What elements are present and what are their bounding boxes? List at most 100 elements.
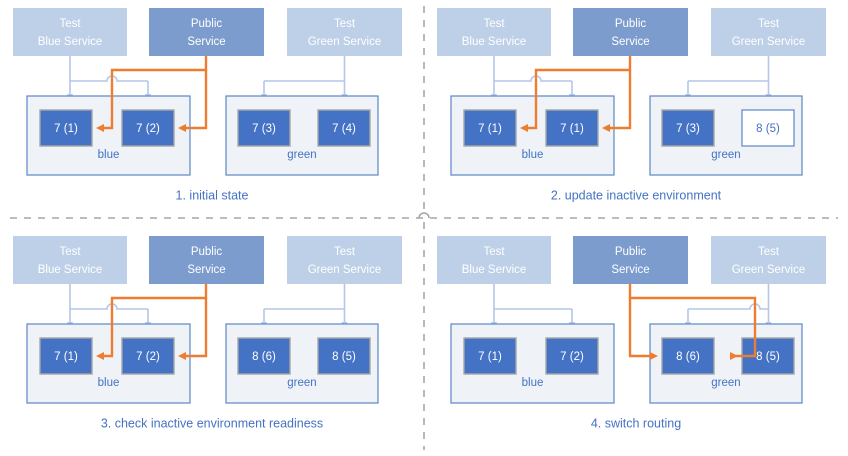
pod-blue-2-label: 7 (2): [560, 351, 584, 363]
pod-green-1[interactable]: 8 (6): [237, 337, 291, 375]
orange-route-to-blue-pod1: [520, 56, 632, 132]
service-public-line2: Service: [187, 264, 225, 276]
service-test-green-box[interactable]: [287, 236, 402, 284]
pod-green-2-label: 7 (4): [332, 123, 356, 135]
service-test-blue-box[interactable]: [437, 236, 551, 284]
service-test-green-line1: Test: [334, 246, 356, 258]
service-test-blue-line2: Blue Service: [462, 36, 527, 48]
orange-route-to-blue-pod2: [178, 298, 208, 360]
pod-blue-2-label: 7 (2): [136, 351, 160, 363]
test-green-service-connectors: [685, 56, 772, 101]
divider-hop: [418, 212, 430, 219]
service-test-green-line2: Green Service: [732, 36, 806, 48]
pod-blue-1[interactable]: 7 (1): [463, 109, 517, 147]
service-test-blue-line1: Test: [483, 18, 505, 30]
service-test-green-box[interactable]: [287, 8, 402, 56]
service-test-green-line1: Test: [334, 18, 356, 30]
test-blue-service-connectors: [491, 284, 575, 329]
environment-blue-label: blue: [522, 149, 544, 161]
pod-green-2[interactable]: 8 (5): [741, 337, 795, 375]
orange-route-to-blue-pod1: [96, 284, 208, 360]
test-blue-service-connectors: [67, 56, 151, 101]
pod-green-2-box[interactable]: [741, 337, 795, 375]
pod-green-1-label: 7 (3): [252, 123, 276, 135]
service-public-box[interactable]: [149, 236, 264, 284]
pod-blue-2-box[interactable]: [121, 337, 175, 375]
service-public-line1: Public: [615, 246, 647, 258]
pod-blue-1[interactable]: 7 (1): [39, 109, 93, 147]
public-service-routing: [96, 284, 208, 360]
pod-green-1[interactable]: 7 (3): [237, 109, 291, 147]
test-green-service-connectors: [261, 56, 348, 101]
service-test-blue-line1: Test: [483, 246, 505, 258]
panel-3-caption: 3. check inactive environment readiness: [101, 416, 323, 430]
connector-test-blue-branch: [70, 75, 148, 82]
service-test-green-line2: Green Service: [308, 36, 382, 48]
pod-blue-2[interactable]: 7 (2): [121, 109, 175, 147]
pod-blue-1-box[interactable]: [463, 337, 517, 375]
connector-test-green-branch: [688, 303, 769, 310]
pod-blue-1-label: 7 (1): [54, 123, 78, 135]
pod-green-1-box[interactable]: [237, 337, 291, 375]
pod-blue-1-box[interactable]: [39, 337, 93, 375]
service-test-blue-box[interactable]: [13, 236, 127, 284]
environment-blue-label: blue: [98, 149, 120, 161]
service-public-line1: Public: [191, 18, 223, 30]
pod-green-2-label: 8 (5): [756, 351, 780, 363]
environment-green-label: green: [711, 377, 740, 389]
service-test-blue-box[interactable]: [13, 8, 127, 56]
pod-blue-1-box[interactable]: [463, 109, 517, 147]
service-public-box[interactable]: [573, 8, 688, 56]
pod-green-2-box[interactable]: [317, 337, 371, 375]
service-test-blue-line1: Test: [59, 18, 81, 30]
pod-green-1-box[interactable]: [661, 109, 715, 147]
pod-green-2-box[interactable]: [317, 109, 371, 147]
pod-green-2-box[interactable]: [741, 109, 795, 147]
connector-test-blue-branch: [494, 75, 572, 82]
public-service-routing: [520, 56, 632, 132]
service-test-green-box[interactable]: [711, 236, 826, 284]
pod-blue-2-box[interactable]: [545, 337, 599, 375]
pod-green-1[interactable]: 7 (3): [661, 109, 715, 147]
pod-green-2[interactable]: 8 (5): [741, 109, 795, 147]
service-test-blue-box[interactable]: [437, 8, 551, 56]
pod-green-2[interactable]: 7 (4): [317, 109, 371, 147]
service-test-blue-line2: Blue Service: [38, 264, 103, 276]
pod-blue-2[interactable]: 7 (2): [545, 337, 599, 375]
pod-blue-2-box[interactable]: [545, 109, 599, 147]
pod-blue-1[interactable]: 7 (1): [463, 337, 517, 375]
environment-green-label: green: [287, 149, 316, 161]
pod-blue-2[interactable]: 7 (2): [121, 337, 175, 375]
environment-green-label: green: [711, 149, 740, 161]
pod-green-1[interactable]: 8 (6): [661, 337, 715, 375]
pod-blue-2[interactable]: 7 (1): [545, 109, 599, 147]
service-public-box[interactable]: [573, 236, 688, 284]
pod-blue-2-box[interactable]: [121, 109, 175, 147]
pod-blue-1-box[interactable]: [39, 109, 93, 147]
pod-green-1-box[interactable]: [237, 109, 291, 147]
pod-blue-1-label: 7 (1): [54, 351, 78, 363]
service-public-box[interactable]: [149, 8, 264, 56]
pod-green-1-box[interactable]: [661, 337, 715, 375]
pod-blue-1[interactable]: 7 (1): [39, 337, 93, 375]
public-service-routing: [96, 56, 208, 132]
pod-green-2-label: 8 (5): [332, 351, 356, 363]
pod-green-2[interactable]: 8 (5): [317, 337, 371, 375]
service-test-green-box[interactable]: [711, 8, 826, 56]
service-test-green-line2: Green Service: [732, 264, 806, 276]
